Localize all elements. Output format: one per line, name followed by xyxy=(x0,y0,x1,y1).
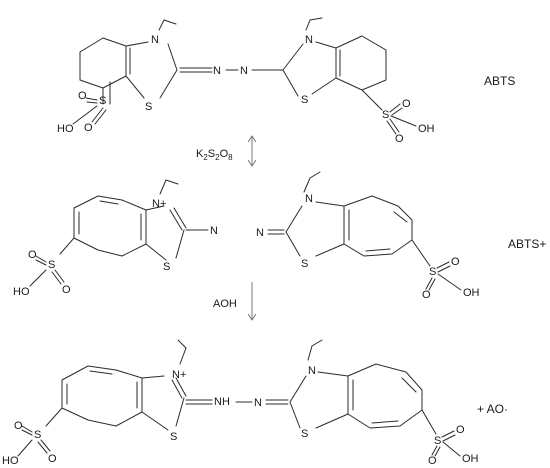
reduced-left-s-atom: S xyxy=(170,431,177,443)
abts-radical-left-molecule xyxy=(59,179,209,261)
abts-plus-label: ABTS+ xyxy=(508,237,546,251)
abts-left-sulfonate-s: S xyxy=(99,95,106,107)
abts-radical-n-plus-atom: N+ xyxy=(152,198,166,210)
antioxidant-label: AOH xyxy=(213,298,237,310)
abts-radical-right-n-atom: N xyxy=(305,193,313,205)
abts-right-sulfonate-s: S xyxy=(382,109,389,121)
abts-radical-left-imine-n: N xyxy=(210,225,218,237)
reduced-right-sulfonate-oh: OH xyxy=(462,453,479,465)
sulfonate-bonds xyxy=(17,97,462,457)
abts-azo-n-right: N xyxy=(240,65,248,77)
reduced-right-imine-n: N xyxy=(254,397,262,409)
antioxidant-arrow xyxy=(247,282,257,321)
reduced-right-sulfonate-o-down: O xyxy=(428,455,437,467)
abts-radical-right-sulfonate-o-up: O xyxy=(451,256,460,268)
abts-radical-right-molecule xyxy=(267,171,431,267)
abts-left-n-atom: N xyxy=(151,34,159,46)
ao-radical-label: + AO· xyxy=(477,402,508,416)
reduced-left-sulfonate-o-up: O xyxy=(14,420,23,432)
reduced-right-molecule xyxy=(235,339,437,435)
reduced-right-sulfonate-s: S xyxy=(434,435,441,447)
abts-left-molecule xyxy=(79,19,178,105)
reduced-right-sulfonate-o-up: O xyxy=(456,424,465,436)
abts-left-sulfonate-o-up: O xyxy=(78,90,87,102)
abts-radical-right-imine-n: N xyxy=(256,227,264,239)
abts-radical-right-sulfonate-s: S xyxy=(429,266,436,278)
abts-radical-left-sulfonate-o-down: O xyxy=(62,284,71,296)
abts-radical-right-s-atom: S xyxy=(301,258,308,270)
abts-left-sulfonate-ho: HO xyxy=(57,123,74,135)
reduced-n-plus-atom: N+ xyxy=(172,369,186,381)
oxidant-label: K2S2O8 xyxy=(196,148,233,162)
abts-radical-right-sulfonate-oh: OH xyxy=(463,287,480,299)
abts-azo-n-left: N xyxy=(213,65,221,77)
abts-label: ABTS xyxy=(484,74,515,88)
abts-right-s-atom: S xyxy=(301,94,308,106)
reduced-right-s-atom: S xyxy=(301,428,308,440)
abts-right-n-atom: N xyxy=(305,34,313,46)
reduced-left-sulfonate-s: S xyxy=(34,429,41,441)
abts-left-sulfonate-o-down: O xyxy=(84,122,93,134)
reduced-left-sulfonate-o-down: O xyxy=(48,453,57,465)
abts-left-s-atom: S xyxy=(145,101,152,113)
reduced-left-molecule xyxy=(45,339,213,431)
abts-azo-linkage xyxy=(179,67,284,73)
reduced-left-sulfonate-ho: HO xyxy=(2,455,19,467)
abts-right-sulfonate-oh: OH xyxy=(418,123,435,135)
reduced-nh-group: NH xyxy=(214,396,230,408)
oxidation-arrow xyxy=(247,135,257,167)
abts-radical-left-sulfonate-s: S xyxy=(48,259,55,271)
reduced-right-n-atom: N xyxy=(308,365,316,377)
abts-radical-right-sulfonate-o-down: O xyxy=(422,289,431,301)
abts-right-molecule xyxy=(282,17,387,111)
abts-radical-left-sulfonate-o-up: O xyxy=(28,249,37,261)
abts-radical-left-sulfonate-ho: HO xyxy=(13,286,30,298)
abts-right-sulfonate-o-up: O xyxy=(402,98,411,110)
abts-radical-left-s-atom: S xyxy=(163,261,170,273)
abts-right-sulfonate-o-down: O xyxy=(395,133,404,145)
